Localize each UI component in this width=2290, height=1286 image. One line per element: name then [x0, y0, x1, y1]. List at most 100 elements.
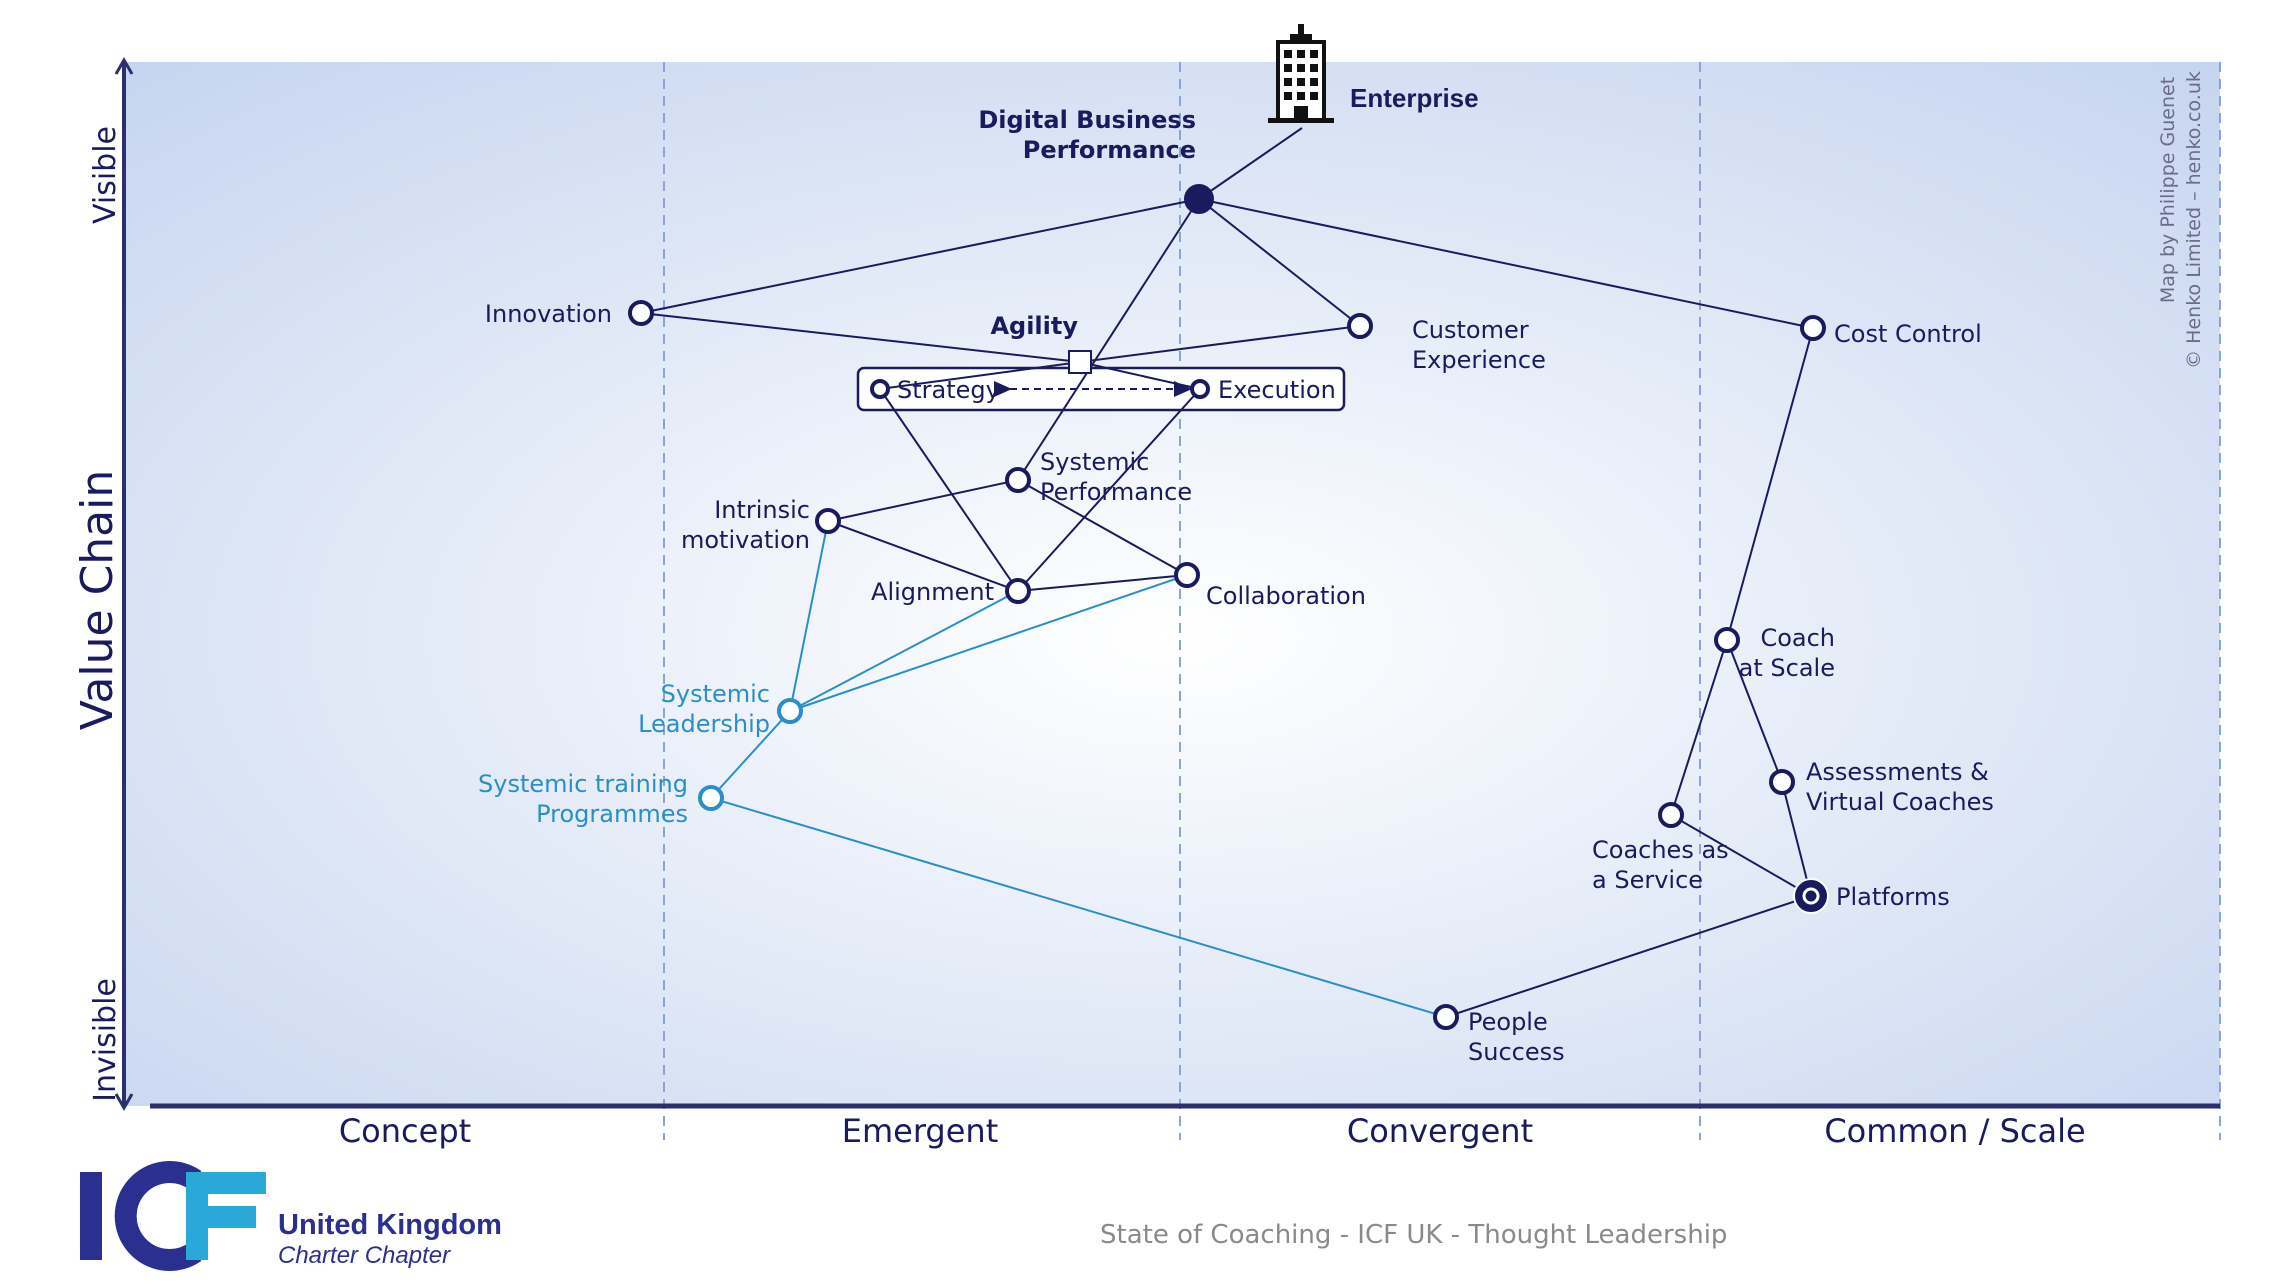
link-alignment-collab — [1017, 574, 1188, 592]
org-name-block: United Kingdom Charter Chapter — [278, 1208, 502, 1270]
node-execution[interactable]: Execution — [1190, 376, 1336, 404]
link-digital-customer — [1198, 198, 1361, 327]
node-marker-caas[interactable] — [1658, 802, 1684, 828]
node-marker-cost[interactable] — [1800, 315, 1826, 341]
y-axis-title: Value Chain — [72, 470, 123, 731]
link-intrinsic-sysleader — [789, 520, 829, 712]
icf-logo — [80, 1161, 266, 1271]
link-alignment-sysleader — [789, 590, 1019, 712]
map-background — [124, 62, 2220, 1106]
node-marker-agility[interactable] — [1068, 350, 1092, 374]
node-marker-execution[interactable] — [1190, 379, 1210, 399]
dependency-links — [640, 127, 1814, 1018]
stage-label-common-scale: Common / Scale — [1824, 1112, 2085, 1150]
node-marker-coachscale[interactable] — [1714, 627, 1740, 653]
link-enterprise-digital — [1198, 127, 1303, 200]
link-people-platforms — [1445, 895, 1812, 1018]
map-credit-author: Map by Philippe Guenet — [2157, 77, 2179, 303]
link-coachscale-assess — [1726, 639, 1783, 783]
node-label-innovation: Innovation — [485, 300, 612, 328]
node-label-alignment: Alignment — [871, 578, 994, 606]
link-coachscale-caas — [1670, 639, 1728, 816]
node-label-assess: Assessments &Virtual Coaches — [1806, 758, 1994, 816]
node-agility[interactable]: Agility — [990, 312, 1092, 374]
link-cost-coachscale — [1726, 327, 1814, 641]
node-strategy[interactable]: Strategy — [870, 376, 1000, 404]
node-assess[interactable]: Assessments &Virtual Coaches — [1769, 758, 1994, 816]
node-label-execution: Execution — [1218, 376, 1336, 404]
node-collab[interactable]: Collaboration — [1174, 562, 1366, 610]
node-marker-customer[interactable] — [1347, 313, 1373, 339]
node-cost[interactable]: Cost Control — [1800, 315, 1982, 348]
link-innovation-agility — [640, 312, 1081, 363]
node-marker-assess[interactable] — [1769, 769, 1795, 795]
link-caas-platforms — [1670, 814, 1812, 897]
link-execution-alignment — [1017, 388, 1201, 592]
node-platforms[interactable]: Platforms — [1793, 878, 1950, 914]
link-sysleader-training — [710, 710, 791, 799]
y-axis-arrowhead — [114, 56, 134, 75]
node-innovation[interactable]: Innovation — [485, 300, 654, 328]
link-digital-sysperf — [1017, 198, 1200, 481]
map-credit-copyright: © Henko Limited – henko.co.uk — [2183, 71, 2205, 369]
footer-caption: State of Coaching - ICF UK - Thought Lea… — [1100, 1220, 1728, 1250]
node-marker-digital[interactable] — [1184, 184, 1214, 214]
link-sysperf-collab — [1017, 479, 1188, 576]
link-digital-cost — [1198, 198, 1814, 329]
org-subtitle: Charter Chapter — [278, 1242, 451, 1269]
node-label-strategy: Strategy — [897, 376, 1000, 404]
y-axis-bottom-label: Invisible — [88, 978, 123, 1102]
node-marker-people[interactable] — [1433, 1004, 1459, 1030]
node-marker-innovation[interactable] — [628, 300, 654, 326]
stage-label-concept: Concept — [339, 1112, 471, 1150]
node-alignment[interactable]: Alignment — [871, 578, 1031, 606]
node-marker-intrinsic[interactable] — [815, 508, 841, 534]
org-name: United Kingdom — [278, 1209, 502, 1241]
node-marker-alignment[interactable] — [1005, 578, 1031, 604]
link-strategy-alignment — [879, 388, 1019, 592]
node-label-collab: Collaboration — [1206, 582, 1366, 610]
y-axis-top-label: Visible — [88, 126, 123, 224]
building-icon — [1268, 24, 1334, 123]
node-marker-sysleader[interactable] — [777, 698, 803, 724]
node-marker-strategy[interactable] — [870, 379, 890, 399]
link-customer-agility — [1079, 325, 1361, 363]
link-agility-strategy — [879, 361, 1081, 390]
node-label-agility: Agility — [990, 312, 1078, 340]
y-axis-bottom-arrowhead — [114, 1093, 134, 1112]
enterprise-label: Enterprise — [1350, 83, 1479, 113]
link-digital-innovation — [640, 198, 1200, 314]
stage-separators — [663, 62, 2221, 1140]
node-marker-training[interactable] — [698, 785, 724, 811]
stage-label-convergent: Convergent — [1347, 1112, 1533, 1150]
node-marker-sysperf[interactable] — [1005, 467, 1031, 493]
stage-label-emergent: Emergent — [842, 1112, 999, 1150]
node-marker-collab[interactable] — [1174, 562, 1200, 588]
link-sysperf-intrinsic — [827, 479, 1019, 522]
node-label-cost: Cost Control — [1834, 320, 1982, 348]
node-marker-platforms[interactable] — [1802, 887, 1820, 905]
link-collab-sysleader — [789, 574, 1188, 712]
link-training-people — [710, 797, 1447, 1018]
link-intrinsic-alignment — [827, 520, 1019, 592]
